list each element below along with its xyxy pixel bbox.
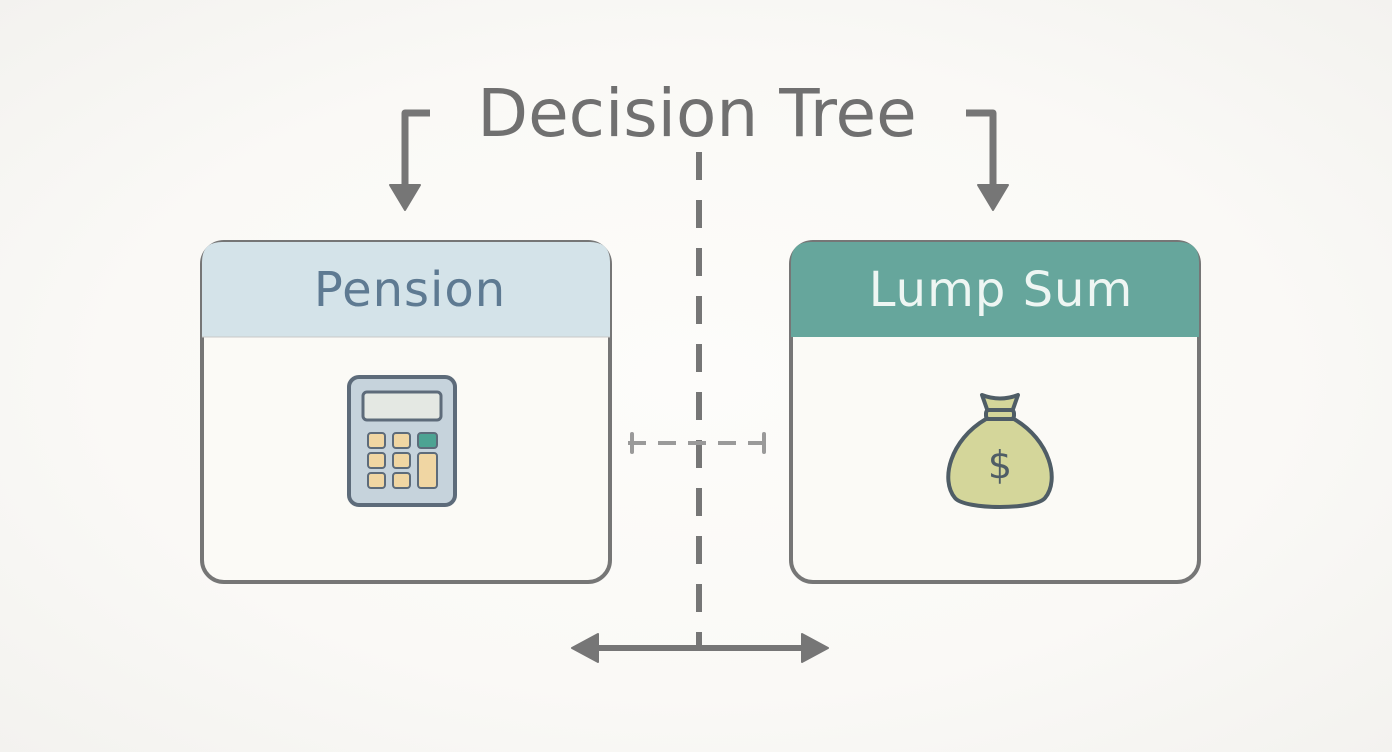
pension-label: Pension <box>314 262 506 318</box>
lump-sum-box-header <box>791 242 1199 337</box>
right-bracket-connector <box>966 109 997 188</box>
middle-dashed-connector <box>628 432 772 454</box>
dollar-sign: $ <box>988 443 1012 487</box>
title-connectors <box>389 109 1009 211</box>
lump-sum-option-box: Lump Sum $ <box>789 240 1201 584</box>
left-bracket-connector <box>401 109 430 188</box>
money-bag-icon: $ <box>946 393 1054 509</box>
diagram-title: Decision Tree <box>477 75 916 152</box>
bottom-double-arrow <box>571 633 829 663</box>
right-arrow-head <box>977 184 1009 211</box>
pension-option-box: Pension <box>200 240 612 584</box>
calculator-icon <box>347 375 457 507</box>
left-arrow-head <box>389 184 421 211</box>
pension-box-header <box>202 242 610 337</box>
lump-sum-label: Lump Sum <box>869 262 1133 318</box>
